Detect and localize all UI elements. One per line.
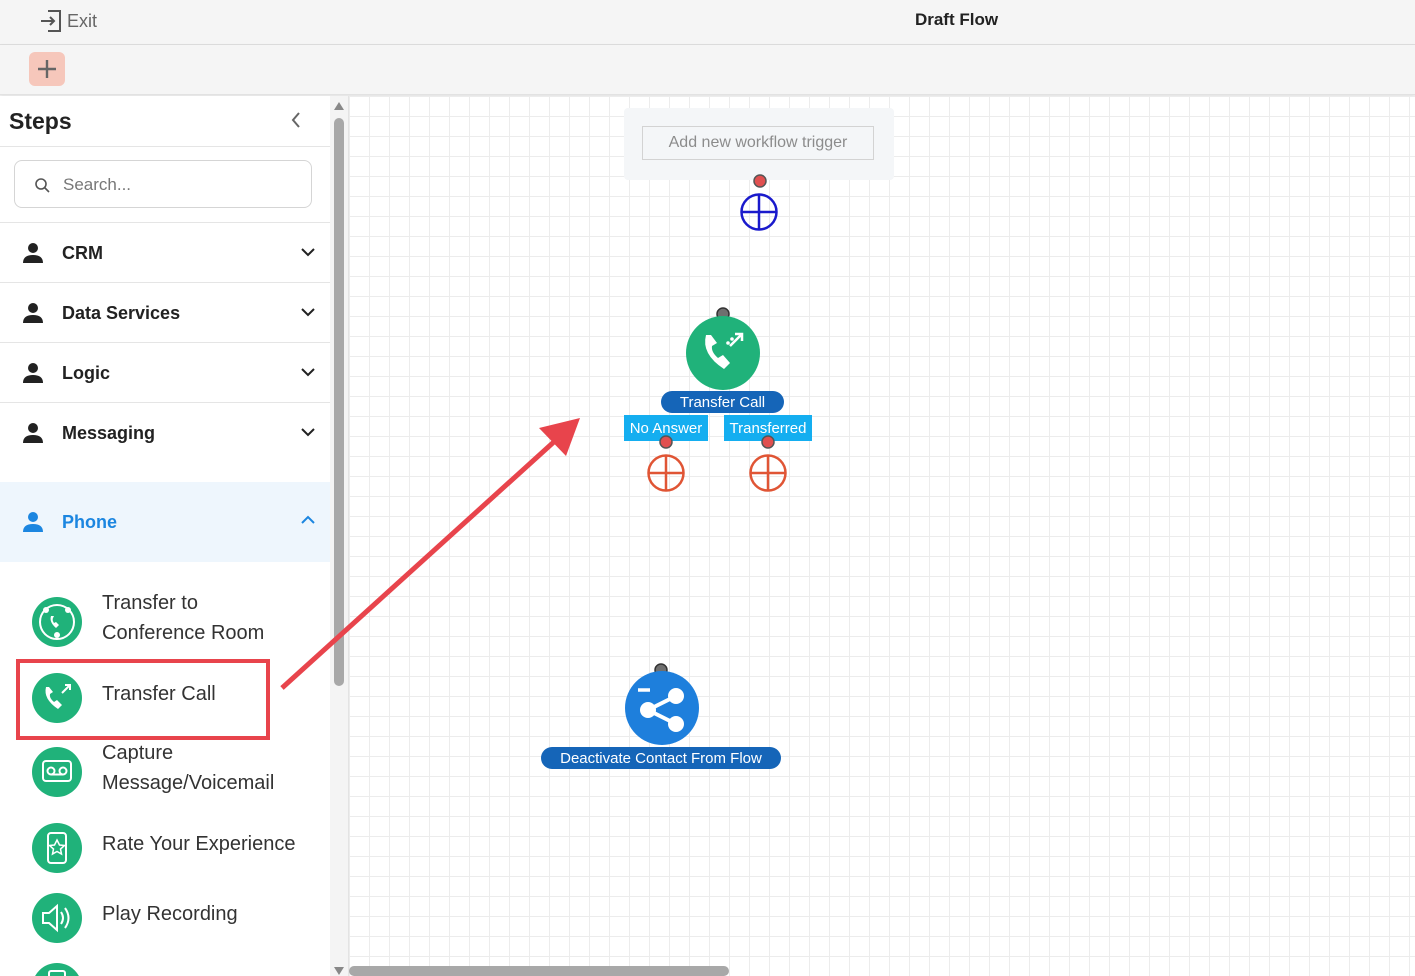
step-partial-item[interactable]: [0, 958, 330, 976]
exit-label: Exit: [67, 10, 98, 31]
category-label: Data Services: [62, 303, 181, 323]
category-label: Logic: [62, 363, 110, 383]
transfer-call-node-label[interactable]: Transfer Call: [661, 391, 784, 413]
scroll-up-icon[interactable]: [333, 101, 345, 111]
rate-experience-icon: [32, 823, 82, 873]
category-phone[interactable]: Phone: [0, 482, 330, 562]
add-trigger-button[interactable]: Add new workflow trigger: [642, 126, 874, 160]
person-icon: [23, 243, 43, 263]
step-rate-your-experience[interactable]: Rate Your Experience: [0, 818, 330, 878]
plus-icon: [38, 60, 56, 78]
category-logic[interactable]: Logic: [0, 343, 330, 403]
scrollbar-thumb[interactable]: [334, 118, 344, 686]
add-step-target-icon[interactable]: [747, 452, 789, 494]
step-label: Transfer Call: [102, 683, 216, 705]
category-data-services[interactable]: Data Services: [0, 283, 330, 343]
step-capture-message-voicemail[interactable]: Capture Message/Voicemail: [0, 742, 330, 802]
steps-sidebar: Steps CRM Data Services Logic Messaging: [0, 96, 330, 976]
step-label-line2: Conference Room: [102, 622, 265, 644]
voicemail-icon: [32, 747, 82, 797]
conference-call-icon: [32, 597, 82, 647]
step-label: Play Recording: [102, 903, 238, 925]
branch-transferred[interactable]: Transferred: [724, 415, 812, 441]
category-crm[interactable]: CRM: [0, 223, 330, 283]
connector-dot[interactable]: [751, 172, 769, 190]
connector-dot[interactable]: [658, 434, 674, 450]
category-messaging[interactable]: Messaging: [0, 403, 330, 462]
sidebar-scrollbar[interactable]: [330, 96, 349, 976]
person-icon: [23, 512, 43, 532]
exit-icon: [41, 10, 61, 32]
trigger-card: Add new workflow trigger: [624, 108, 894, 180]
add-button[interactable]: [29, 52, 65, 86]
toolbar: [0, 45, 1415, 95]
add-step-target-icon[interactable]: [645, 452, 687, 494]
step-transfer-to-conference-room[interactable]: Transfer to Conference Room: [0, 592, 330, 652]
flow-canvas[interactable]: [349, 96, 1415, 976]
search-section: [0, 147, 330, 223]
step-transfer-call[interactable]: Transfer Call: [0, 668, 330, 728]
canvas-horizontal-scrollbar[interactable]: [349, 966, 729, 976]
step-label-line2: Message/Voicemail: [102, 772, 275, 794]
category-label: Messaging: [62, 423, 156, 443]
search-icon: [35, 178, 50, 193]
chevron-left-icon[interactable]: [290, 111, 302, 129]
chevron-up-icon: [301, 515, 315, 524]
chevron-down-icon: [301, 248, 315, 257]
step-label: Rate Your Experience: [102, 833, 296, 855]
person-icon: [23, 303, 43, 323]
phone-step-icon: [35, 963, 79, 976]
category-label: CRM: [62, 243, 103, 263]
transfer-call-icon: [32, 673, 82, 723]
person-icon: [23, 363, 43, 383]
connector-dot[interactable]: [760, 434, 776, 450]
search-input[interactable]: [61, 171, 305, 199]
chevron-down-icon: [301, 368, 315, 377]
scroll-down-icon[interactable]: [333, 966, 345, 976]
category-label: Phone: [62, 512, 118, 532]
chevron-down-icon: [301, 428, 315, 437]
exit-button[interactable]: Exit: [38, 8, 97, 34]
steps-header: Steps: [0, 96, 330, 147]
transfer-call-node-icon[interactable]: [685, 315, 761, 391]
highlight-box: [16, 659, 270, 740]
person-icon: [23, 423, 43, 443]
deactivate-node-icon[interactable]: [624, 670, 700, 746]
search-box[interactable]: [14, 160, 312, 208]
top-bar: Exit Draft Flow: [0, 0, 1415, 45]
chevron-down-icon: [301, 308, 315, 317]
deactivate-node-label[interactable]: Deactivate Contact From Flow: [541, 747, 781, 769]
page-title: Draft Flow: [914, 10, 999, 29]
step-label: Transfer to: [102, 592, 198, 614]
speaker-icon: [32, 893, 82, 943]
steps-title: Steps: [9, 108, 72, 134]
add-step-target-icon[interactable]: [738, 191, 780, 233]
step-label: Capture: [102, 742, 174, 764]
step-play-recording[interactable]: Play Recording: [0, 888, 330, 948]
